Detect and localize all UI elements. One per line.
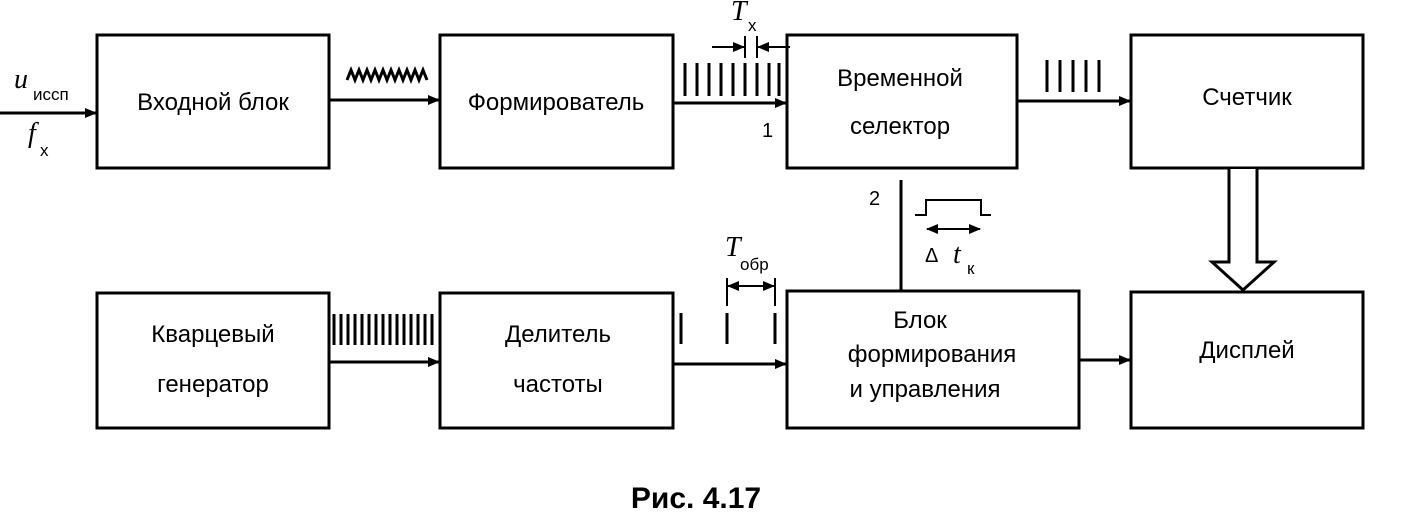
tx-label: T [731,0,749,27]
tx-subscript: x [748,16,757,35]
counter-label: Счетчик [1202,84,1292,111]
quartz-label-line2: генератор [157,371,269,398]
input-f-label: f [28,118,39,149]
link-shaper-to-selector: T x 1 [674,0,790,142]
port-1-label: 1 [762,120,773,142]
counter-block: Счетчик [1129,33,1365,170]
counted-pulses-icon [1045,60,1101,92]
delta-t-label: t [953,239,962,270]
sine-wave-icon [345,65,429,85]
tobr-label: T [725,232,743,263]
input-signal: u иссп f x [0,64,97,160]
tobr-subscript: обр [740,255,769,274]
divided-pulses-icon [679,313,777,344]
link-quartz-to-divider [330,314,440,367]
delta-symbol: Δ [925,245,938,267]
gate-pulse-icon [915,199,991,234]
figure-caption: Рис. 4.17 [631,482,761,515]
divider-label-line2: частоты [513,371,603,398]
input-block-label: Входной блок [137,89,289,116]
tx-dimension [712,36,790,58]
bus-counter-to-display [1208,169,1278,293]
control-label-line2: формирования [848,341,1017,368]
time-selector-label-line2: селектор [850,113,950,140]
quartz-generator-block: Кварцевый генератор [95,291,331,430]
control-label-line3: и управления [850,376,1001,403]
delta-t-subscript: к [967,259,975,278]
link-input-to-shaper [330,65,440,105]
input-u-label: u [14,64,28,95]
input-u-subscript: иссп [33,85,69,104]
input-f-subscript: x [40,141,49,160]
shaper-block-label: Формирователь [468,89,645,116]
dense-pulses-icon [332,314,434,345]
time-selector-label-line1: Временной [837,65,963,92]
input-block: Входной блок [95,33,331,170]
port-2-label: 2 [869,188,880,210]
link-divider-to-control: T обр [674,232,787,369]
link-control-to-selector: 2 Δ t к [869,180,991,290]
pulse-train-icon [683,63,781,96]
shaper-block: Формирователь [438,33,675,170]
control-label-line1: Блок [893,307,947,334]
display-block: Дисплей [1129,290,1365,430]
tobr-dimension [726,278,776,306]
control-block: Блок формирования и управления [785,289,1081,430]
link-selector-to-counter [1018,60,1131,106]
display-label: Дисплей [1199,337,1294,364]
quartz-label-line1: Кварцевый [151,321,274,348]
divider-label-line1: Делитель [505,321,611,348]
time-selector-block: Временной селектор [785,33,1019,170]
frequency-divider-block: Делитель частоты [438,291,675,430]
